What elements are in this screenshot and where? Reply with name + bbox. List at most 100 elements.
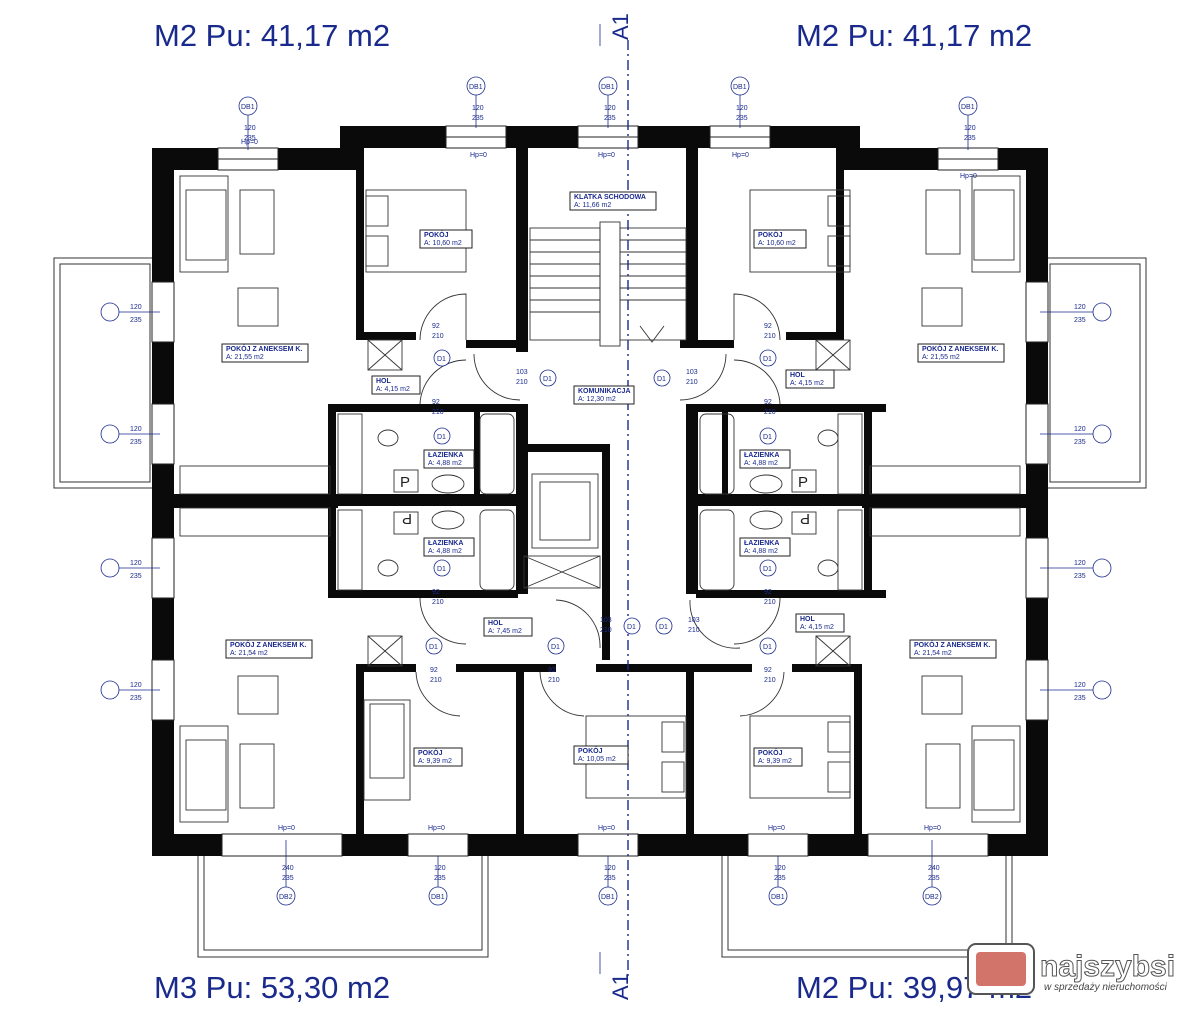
furniture xyxy=(179,175,1021,823)
unit-title-top-right: M2 Pu: 41,17 m2 xyxy=(796,18,1032,53)
svg-text:210: 210 xyxy=(686,379,698,386)
svg-text:120: 120 xyxy=(1074,426,1086,433)
logo-name: najszybsi xyxy=(1040,950,1175,983)
svg-text:235: 235 xyxy=(244,135,256,142)
room-area-br-aneks: A: 21,54 m2 xyxy=(914,650,952,657)
room-area-br-pokoj: A: 9,39 m2 xyxy=(758,758,792,765)
svg-text:120: 120 xyxy=(1074,304,1086,311)
svg-text:P: P xyxy=(798,474,808,491)
svg-text:DB2: DB2 xyxy=(279,894,293,901)
svg-text:103: 103 xyxy=(600,617,612,624)
room-area-tr-hol: A: 4,15 m2 xyxy=(790,380,824,387)
room-area-tl-lazienka: A: 4,88 m2 xyxy=(428,460,462,467)
svg-text:DB1: DB1 xyxy=(961,104,975,111)
balcony-left xyxy=(53,257,155,489)
svg-text:120: 120 xyxy=(130,560,142,567)
svg-text:103: 103 xyxy=(686,369,698,376)
svg-text:P: P xyxy=(800,510,810,527)
svg-text:210: 210 xyxy=(432,409,444,416)
window-tag: 120 235 xyxy=(100,558,160,580)
svg-text:235: 235 xyxy=(130,439,142,446)
svg-text:DB1: DB1 xyxy=(601,84,615,91)
window-tag: DB1 Hp=0 xyxy=(730,76,750,159)
window-tag: DB1 Hp=0 xyxy=(238,96,258,150)
svg-text:120: 120 xyxy=(472,105,484,112)
room-name-bc-pokoj: POKÓJ xyxy=(578,746,603,755)
svg-text:Hp=0: Hp=0 xyxy=(598,152,615,159)
svg-text:P: P xyxy=(400,474,410,491)
room-area-bl-pokoj: A: 9,39 m2 xyxy=(418,758,452,765)
room-name-tr-aneks: POKÓJ Z ANEKSEM K. xyxy=(922,344,998,353)
svg-text:235: 235 xyxy=(1074,573,1086,580)
svg-text:120: 120 xyxy=(434,865,446,872)
svg-text:120: 120 xyxy=(774,865,786,872)
room-area-br-lazienka: A: 4,88 m2 xyxy=(744,548,778,555)
svg-text:210: 210 xyxy=(764,409,776,416)
svg-text:D1: D1 xyxy=(437,356,446,363)
svg-text:Hp=0: Hp=0 xyxy=(732,152,749,159)
room-area-bl-lazienka: A: 4,88 m2 xyxy=(428,548,462,555)
window-tag: DB1 Hp=0 xyxy=(598,825,618,906)
svg-text:210: 210 xyxy=(516,379,528,386)
window-tag: DB1 Hp=0 xyxy=(466,76,487,159)
doors xyxy=(415,293,785,717)
axis-label-bottom: A1 xyxy=(608,973,633,1000)
logo-tagline: w sprzedaży nieruchomości xyxy=(1044,982,1168,993)
svg-text:210: 210 xyxy=(600,627,612,634)
door-tags: D1 D1 D1 D1 D1 D1 D1 D1 D1 D1 D1 D1 D1 xyxy=(425,349,777,655)
svg-text:235: 235 xyxy=(964,135,976,142)
svg-text:92: 92 xyxy=(764,323,772,330)
svg-text:D1: D1 xyxy=(763,566,772,573)
unit-title-top-left: M2 Pu: 41,17 m2 xyxy=(154,18,390,53)
p-markers: P P P P xyxy=(400,474,810,527)
room-area-klatka: A: 11,66 m2 xyxy=(574,202,611,209)
svg-text:235: 235 xyxy=(1074,317,1086,324)
svg-text:210: 210 xyxy=(548,677,560,684)
window-tag: DB2 Hp=0 xyxy=(276,825,296,906)
window-tag: DB1 Hp=0 xyxy=(598,76,618,159)
window-tag: DB2 Hp=0 xyxy=(922,825,942,906)
svg-text:92: 92 xyxy=(432,323,440,330)
svg-text:235: 235 xyxy=(130,573,142,580)
svg-text:210: 210 xyxy=(430,677,442,684)
svg-text:DB2: DB2 xyxy=(925,894,939,901)
room-name-klatka: KLATKA SCHODOWA xyxy=(574,194,646,201)
svg-text:235: 235 xyxy=(736,115,748,122)
room-area-tr-aneks: A: 21,55 m2 xyxy=(922,354,960,361)
room-area-bl-aneks: A: 21,54 m2 xyxy=(230,650,268,657)
window-tag: 120 235 xyxy=(1040,424,1112,446)
svg-text:Hp=0: Hp=0 xyxy=(241,139,258,146)
svg-text:D1: D1 xyxy=(763,434,772,441)
room-area-br-hol: A: 4,15 m2 xyxy=(800,624,834,631)
svg-text:210: 210 xyxy=(432,333,444,340)
room-area-komunikacja: A: 12,30 m2 xyxy=(578,396,616,403)
room-area-tl-aneks: A: 21,55 m2 xyxy=(226,354,264,361)
svg-text:92: 92 xyxy=(764,589,772,596)
svg-text:235: 235 xyxy=(604,875,616,882)
svg-text:120: 120 xyxy=(130,682,142,689)
svg-text:D1: D1 xyxy=(429,644,438,651)
svg-text:235: 235 xyxy=(1074,439,1086,446)
room-name-tr-pokoj: POKÓJ xyxy=(758,230,783,239)
svg-text:Hp=0: Hp=0 xyxy=(470,152,487,159)
room-name-br-pokoj: POKÓJ xyxy=(758,748,783,757)
svg-text:DB1: DB1 xyxy=(241,104,255,111)
windows xyxy=(151,125,1049,857)
room-area-bc-pokoj: A: 10,05 m2 xyxy=(578,756,616,763)
svg-text:Hp=0: Hp=0 xyxy=(598,825,615,832)
svg-text:P: P xyxy=(402,510,412,527)
svg-text:240: 240 xyxy=(282,865,294,872)
svg-text:Hp=0: Hp=0 xyxy=(924,825,941,832)
svg-text:D1: D1 xyxy=(763,356,772,363)
room-area-bl-hol: A: 7,45 m2 xyxy=(488,628,522,635)
window-tag: 120 235 xyxy=(1040,558,1112,580)
svg-text:D1: D1 xyxy=(659,624,668,631)
svg-text:120: 120 xyxy=(736,105,748,112)
svg-text:235: 235 xyxy=(774,875,786,882)
room-labels: KLATKA SCHODOWA A: 11,66 m2 KOMUNIKACJA … xyxy=(221,191,1005,767)
room-name-tl-hol: HOL xyxy=(376,378,392,385)
svg-text:Hp=0: Hp=0 xyxy=(428,825,445,832)
balcony-bottom-right xyxy=(721,851,1013,958)
svg-text:210: 210 xyxy=(688,627,700,634)
svg-text:120: 120 xyxy=(130,304,142,311)
